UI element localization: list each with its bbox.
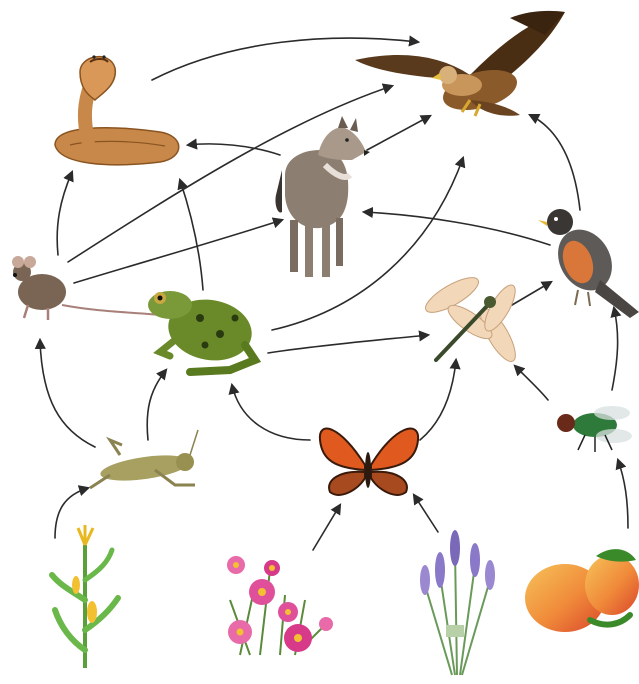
arrow-robin-to-eagle [530,115,580,210]
arrow-fly-to-dragonfly [515,366,548,400]
mouse-illustration [12,256,160,320]
eagle-illustration [355,11,565,117]
arrow-mouse-to-snake [57,172,72,255]
lavender-illustration [420,530,495,675]
robin-illustration [538,209,639,318]
arrow-dragonfly-to-robin [512,282,551,305]
dragonfly-illustration [421,271,522,366]
arrow-lavender-to-butterfly [414,495,438,532]
arrow-fly-to-robin [612,308,618,390]
arrow-butterfly-to-frog [232,385,310,440]
mango-illustration [525,549,639,632]
arrow-cosmos-to-butterfly [313,505,340,550]
arrow-grasshopper-to-frog [147,370,166,440]
cosmos-flowers-illustration [227,556,333,655]
arrow-grasshopper-to-mouse [40,340,95,447]
butterfly-illustration [320,429,418,495]
snake-illustration [55,55,179,164]
fly-illustration [557,406,632,452]
arrow-mango-to-fly [618,460,628,528]
arrow-corn-to-grasshopper [55,488,88,538]
wolf-illustration [275,116,370,277]
frog-illustration [148,291,257,372]
arrow-mouse-to-wolf [74,220,282,283]
grasshopper-illustration [90,430,198,488]
arrow-frog-to-snake [180,180,203,290]
arrow-robin-to-wolf [364,212,550,245]
arrow-butterfly-to-dragonfly [420,360,456,440]
arrow-frog-to-dragonfly [268,335,428,353]
arrow-wolf-to-eagle [367,116,430,150]
corn-plant-illustration [52,525,118,668]
arrow-wolf-to-snake [188,144,280,155]
